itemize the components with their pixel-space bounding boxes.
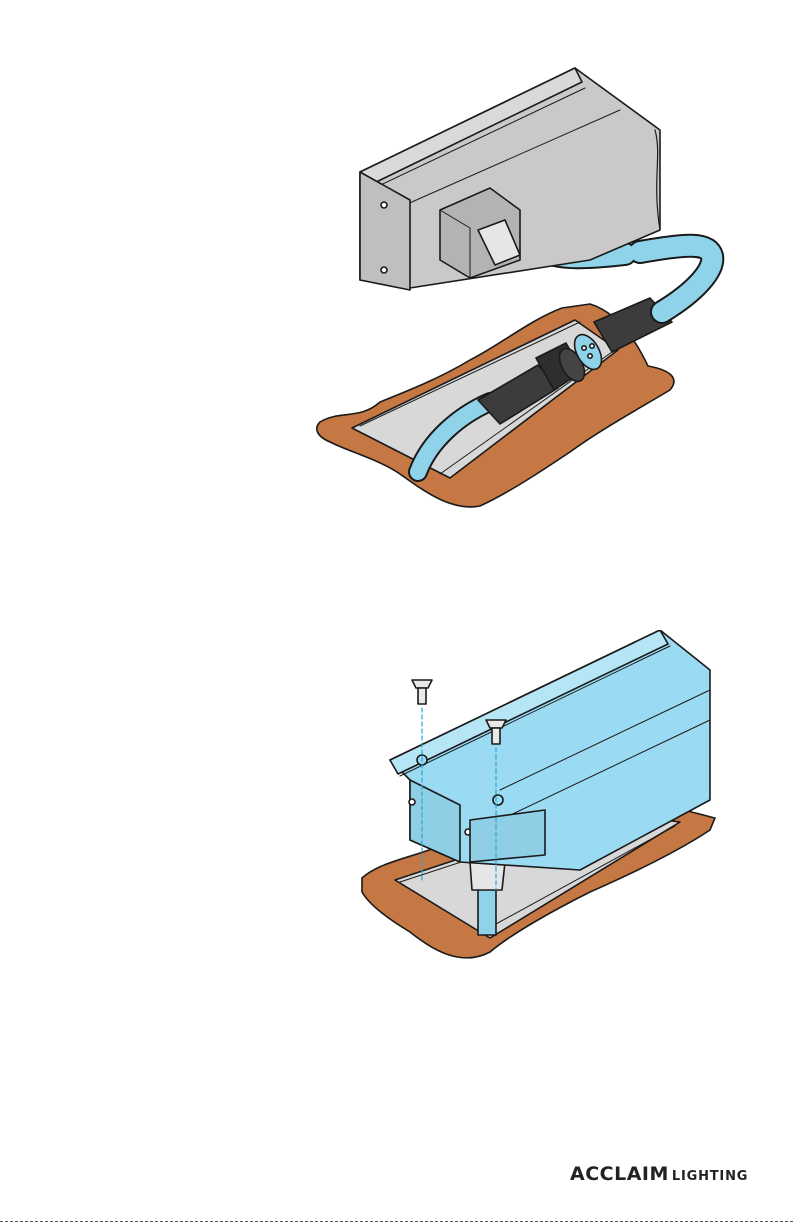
fixture-mounting-illustration [350,630,780,975]
brand-name-secondary: LIGHTING [672,1169,748,1184]
connector-connection-illustration [300,60,770,520]
page-trim-line [0,1221,793,1222]
brand-name-primary: ACCLAIM [570,1163,669,1185]
mounting-screw-left [412,680,432,704]
